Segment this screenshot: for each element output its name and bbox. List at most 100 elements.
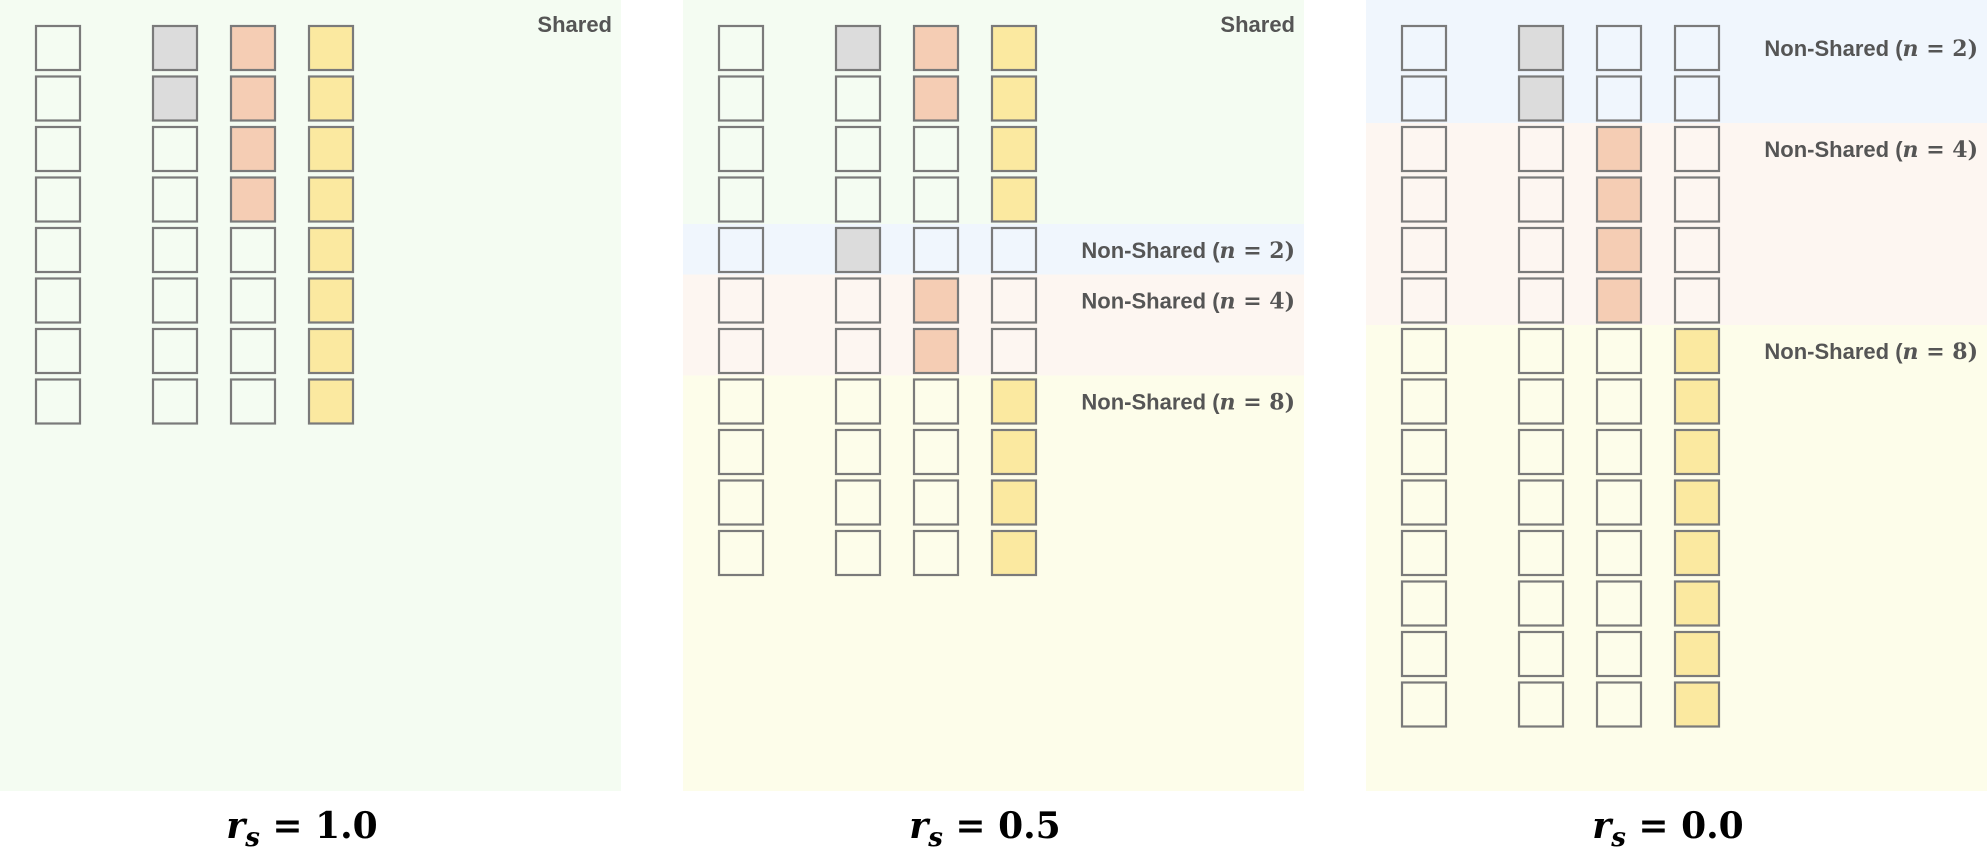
caption-value: 1.0	[315, 805, 378, 847]
empty-cell	[1595, 75, 1643, 122]
orange-cell	[1595, 277, 1643, 324]
empty-cell	[912, 176, 960, 223]
yellow-cell	[990, 479, 1038, 526]
empty-cell	[717, 125, 765, 173]
yellow-cell	[990, 378, 1038, 425]
empty-cell	[1517, 327, 1565, 375]
region-label-shared: Shared	[537, 12, 612, 37]
empty-cell	[1517, 630, 1565, 678]
region-label-n-value: = 2)	[1236, 238, 1295, 264]
orange-cell	[229, 125, 277, 173]
empty-cell	[1673, 125, 1721, 173]
yellow-cell	[307, 378, 355, 425]
empty-cell	[1400, 24, 1448, 72]
empty-cell	[990, 327, 1038, 375]
panel-rs-1: Shared rs = 1.0	[0, 0, 621, 847]
yellow-cell	[307, 24, 355, 72]
region-label-text: Shared	[537, 12, 612, 37]
yellow-cell	[307, 75, 355, 122]
empty-cell	[834, 378, 882, 425]
empty-cell	[912, 479, 960, 526]
orange-cell	[912, 75, 960, 122]
yellow-cell	[1673, 681, 1721, 728]
empty-cell	[1517, 125, 1565, 173]
region-label-n4: Non-Shared (n = 4)	[1764, 137, 1978, 163]
empty-cell	[1400, 479, 1448, 526]
region-label-n-var: n	[1220, 289, 1236, 315]
yellow-cell	[307, 226, 355, 274]
empty-cell	[34, 327, 82, 375]
yellow-cell	[1673, 630, 1721, 678]
gray-cell	[834, 24, 882, 72]
orange-cell	[1595, 226, 1643, 274]
empty-cell	[34, 277, 82, 324]
orange-cell	[229, 176, 277, 223]
yellow-cell	[307, 277, 355, 324]
empty-cell	[1595, 479, 1643, 526]
orange-cell	[1595, 176, 1643, 223]
gray-cell	[151, 75, 199, 122]
caption-subscript: s	[1610, 823, 1626, 847]
region-n4-background	[683, 274, 1304, 376]
empty-cell	[151, 378, 199, 425]
empty-cell	[1400, 75, 1448, 122]
empty-cell	[717, 75, 765, 122]
orange-cell	[229, 75, 277, 122]
region-label-n-var: n	[1220, 390, 1236, 416]
empty-cell	[151, 125, 199, 173]
empty-cell	[834, 428, 882, 476]
caption-equals: =	[1626, 805, 1681, 847]
yellow-cell	[1673, 580, 1721, 627]
empty-cell	[151, 327, 199, 375]
region-n2-background	[683, 224, 1304, 275]
region-label-text: Non-Shared (	[1081, 390, 1220, 415]
region-label-text: Non-Shared (	[1764, 36, 1903, 61]
orange-cell	[229, 24, 277, 72]
region-label-text: Non-Shared (	[1764, 339, 1903, 364]
region-label-text: Shared	[1220, 12, 1295, 37]
region-label-n-value: = 4)	[1236, 289, 1295, 315]
empty-cell	[1517, 226, 1565, 274]
region-label-n-value: = 4)	[1919, 137, 1978, 163]
empty-cell	[1400, 327, 1448, 375]
caption-subscript: s	[244, 823, 260, 847]
gray-cell	[151, 24, 199, 72]
gray-cell	[834, 226, 882, 274]
region-label-shared: Shared	[1220, 12, 1295, 37]
empty-cell	[1595, 580, 1643, 627]
empty-cell	[1517, 428, 1565, 476]
empty-cell	[1400, 378, 1448, 425]
region-label-n8: Non-Shared (n = 8)	[1081, 390, 1295, 416]
region-label-text: Non-Shared (	[1764, 137, 1903, 162]
region-label-text: Non-Shared (	[1081, 238, 1220, 263]
caption-var: r	[909, 805, 931, 847]
empty-cell	[1517, 277, 1565, 324]
yellow-cell	[307, 176, 355, 223]
yellow-cell	[1673, 327, 1721, 375]
empty-cell	[1517, 529, 1565, 577]
empty-cell	[1517, 176, 1565, 223]
caption-subscript: s	[927, 823, 943, 847]
caption-var: r	[226, 805, 248, 847]
empty-cell	[834, 125, 882, 173]
panel-caption: rs = 1.0	[226, 805, 377, 847]
empty-cell	[1595, 327, 1643, 375]
yellow-cell	[990, 176, 1038, 223]
yellow-cell	[990, 24, 1038, 72]
empty-cell	[1400, 226, 1448, 274]
caption-equals: =	[260, 805, 315, 847]
yellow-cell	[990, 75, 1038, 122]
empty-cell	[1517, 378, 1565, 425]
empty-cell	[34, 176, 82, 223]
region-label-n-var: n	[1903, 137, 1919, 163]
region-label-n8: Non-Shared (n = 8)	[1764, 339, 1978, 365]
empty-cell	[151, 176, 199, 223]
empty-cell	[1400, 580, 1448, 627]
empty-cell	[717, 479, 765, 526]
yellow-cell	[307, 125, 355, 173]
yellow-cell	[1673, 428, 1721, 476]
empty-cell	[1400, 529, 1448, 577]
empty-cell	[717, 226, 765, 274]
panel-rs-0: Non-Shared (n = 2)Non-Shared (n = 4)Non-…	[1366, 0, 1987, 847]
